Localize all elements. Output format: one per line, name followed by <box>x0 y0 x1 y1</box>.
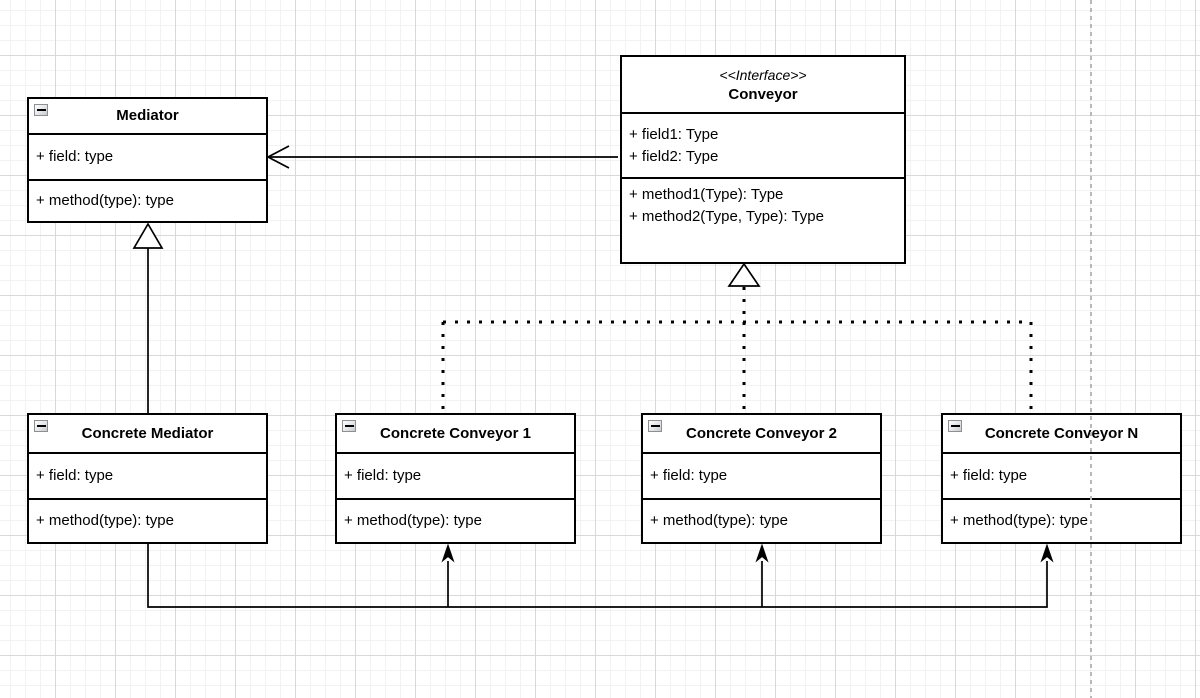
fields-section: + field: type <box>29 452 266 498</box>
edge-generalization-concrete-mediator-to-mediator[interactable] <box>132 222 164 414</box>
methods-section: + method(type): type <box>643 498 880 542</box>
minus-glyph <box>344 424 354 428</box>
method-row: + method(type): type <box>950 512 1088 529</box>
minus-glyph <box>950 424 960 428</box>
class-title: Conveyor <box>728 85 798 103</box>
edge-association-conveyor-to-mediator[interactable] <box>266 145 618 169</box>
field-row: + field: type <box>950 467 1028 484</box>
minus-glyph <box>650 424 660 428</box>
methods-section: + method1(Type): Type + method2(Type, Ty… <box>622 177 904 262</box>
edge-realization-concrete-conveyors-to-conveyor[interactable] <box>441 262 1033 414</box>
edge-association-concrete-mediator-to-conveyors[interactable] <box>147 542 1054 608</box>
class-title: Concrete Conveyor N <box>984 424 1139 442</box>
class-header: Concrete Mediator <box>29 415 266 452</box>
field-row: + field: type <box>36 148 114 165</box>
class-box-concrete-conveyor-n[interactable]: Concrete Conveyor N + field: type + meth… <box>941 413 1182 544</box>
page-break-line <box>1090 0 1092 698</box>
collapse-icon[interactable] <box>648 420 662 432</box>
method-row: + method(type): type <box>344 512 482 529</box>
class-box-conveyor[interactable]: <<Interface>> Conveyor + field1: Type + … <box>620 55 906 264</box>
fields-section: + field: type <box>337 452 574 498</box>
open-arrow-icon <box>266 145 290 169</box>
field-row: + field1: Type <box>629 125 719 143</box>
class-header: Mediator <box>29 99 266 133</box>
hollow-triangle-icon <box>132 222 164 249</box>
fields-section: + field: type <box>643 452 880 498</box>
stereotype-label: <<Interface>> <box>719 66 807 83</box>
method-row: + method(type): type <box>36 512 174 529</box>
filled-arrow-icon <box>755 543 769 563</box>
collapse-icon[interactable] <box>34 104 48 116</box>
methods-section: + method(type): type <box>29 179 266 221</box>
method-row: + method(type): type <box>36 192 174 209</box>
fields-section: + field1: Type + field2: Type <box>622 112 904 177</box>
minus-glyph <box>36 424 46 428</box>
class-box-concrete-conveyor-2[interactable]: Concrete Conveyor 2 + field: type + meth… <box>641 413 882 544</box>
hollow-triangle-icon <box>727 262 761 287</box>
method-row: + method2(Type, Type): Type <box>629 208 824 225</box>
field-row: + field: type <box>36 467 114 484</box>
minus-glyph <box>36 108 46 112</box>
class-header: Concrete Conveyor 1 <box>337 415 574 452</box>
class-box-mediator[interactable]: Mediator + field: type + method(type): t… <box>27 97 268 223</box>
class-header: <<Interface>> Conveyor <box>622 57 904 112</box>
class-header: Concrete Conveyor 2 <box>643 415 880 452</box>
field-row: + field2: Type <box>629 147 719 165</box>
filled-arrow-icon <box>1040 543 1054 563</box>
methods-section: + method(type): type <box>943 498 1180 542</box>
filled-arrow-icon <box>441 543 455 563</box>
field-row: + field: type <box>650 467 728 484</box>
class-title: Mediator <box>116 107 179 124</box>
fields-section: + field: type <box>29 133 266 179</box>
method-row: + method1(Type): Type <box>629 186 784 203</box>
collapse-icon[interactable] <box>342 420 356 432</box>
collapse-icon[interactable] <box>948 420 962 432</box>
class-title: Concrete Conveyor 2 <box>686 424 837 442</box>
methods-section: + method(type): type <box>337 498 574 542</box>
collapse-icon[interactable] <box>34 420 48 432</box>
class-header: Concrete Conveyor N <box>943 415 1180 452</box>
class-box-concrete-mediator[interactable]: Concrete Mediator + field: type + method… <box>27 413 268 544</box>
methods-section: + method(type): type <box>29 498 266 542</box>
field-row: + field: type <box>344 467 422 484</box>
class-box-concrete-conveyor-1[interactable]: Concrete Conveyor 1 + field: type + meth… <box>335 413 576 544</box>
method-row: + method(type): type <box>650 512 788 529</box>
class-title: Concrete Mediator <box>81 424 214 442</box>
class-title: Concrete Conveyor 1 <box>380 424 531 442</box>
fields-section: + field: type <box>943 452 1180 498</box>
